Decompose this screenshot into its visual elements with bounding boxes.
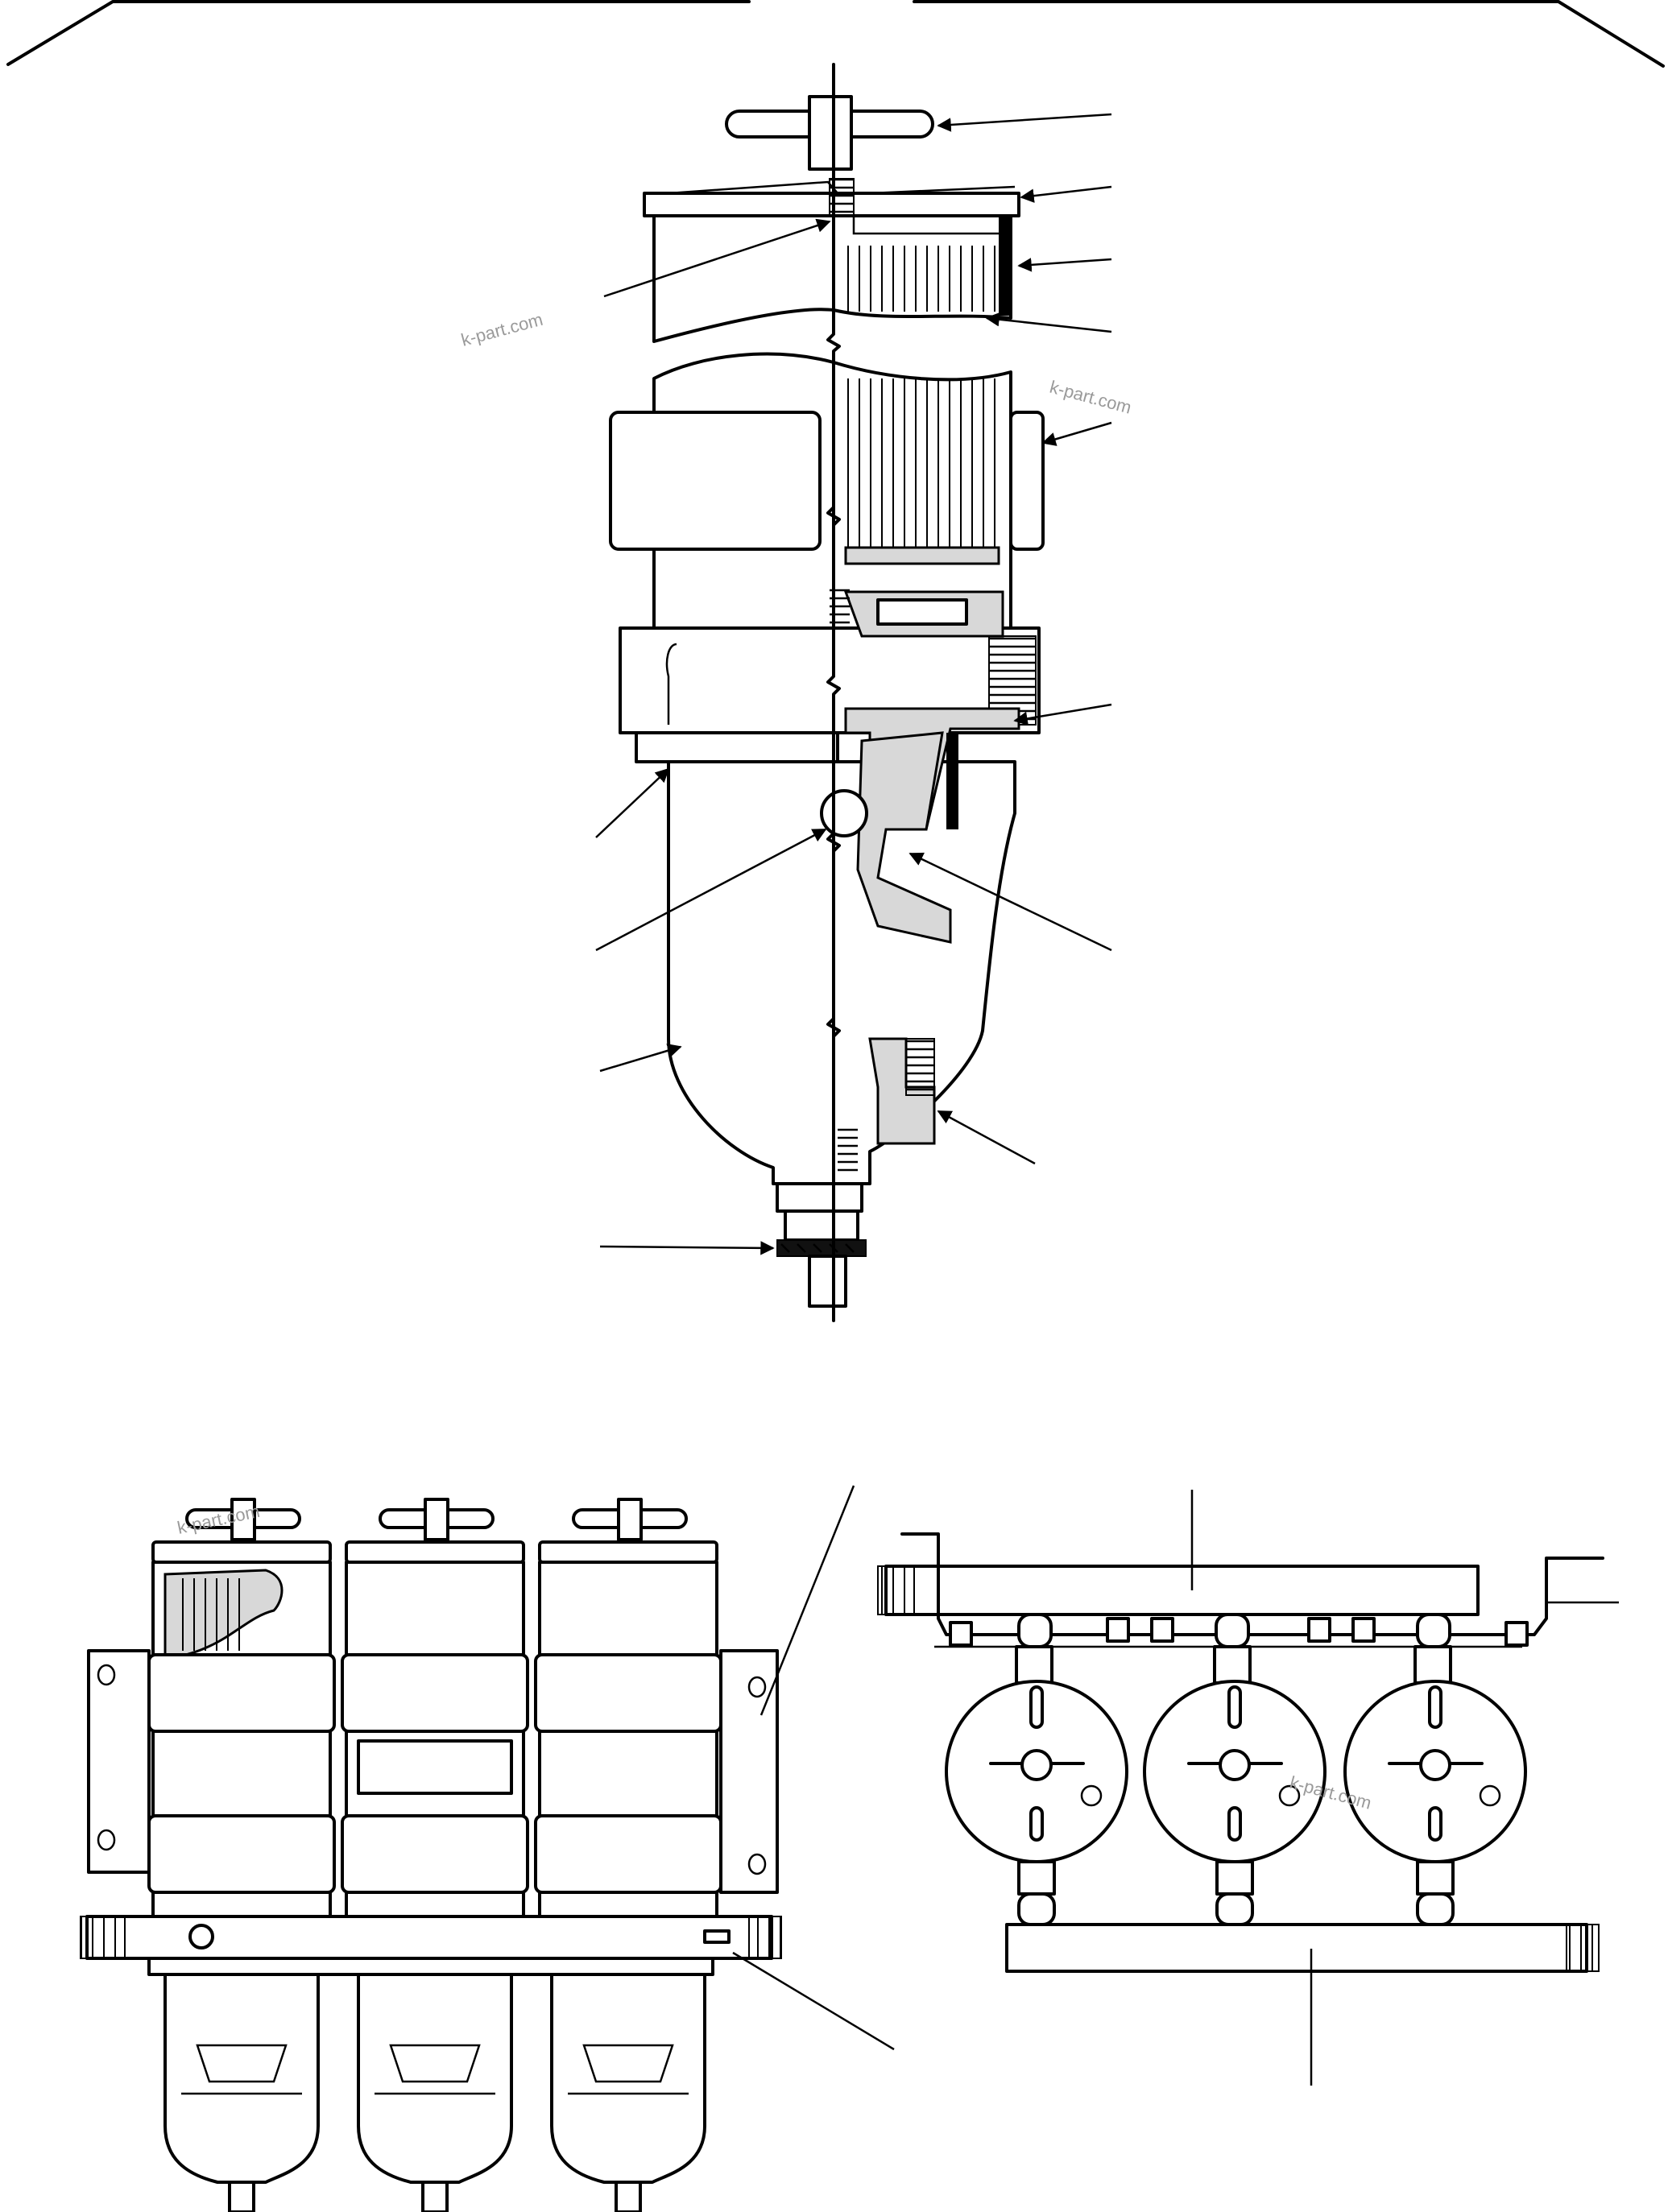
manifold-bar xyxy=(80,1915,782,1976)
t-handle xyxy=(725,95,934,171)
canister-2 xyxy=(341,1498,529,1918)
watermark-text: k-part.com xyxy=(1048,377,1134,418)
bowl-1 xyxy=(163,1973,320,2212)
inlet-pipe xyxy=(884,1565,1480,1616)
filter-element-lower xyxy=(609,352,1045,630)
callout-leaders xyxy=(595,113,1112,1255)
filter-sectional-view xyxy=(595,63,1112,1322)
drain-valve xyxy=(776,1182,867,1308)
canister-3 xyxy=(534,1498,722,1918)
disc-head-2 xyxy=(1143,1645,1327,1926)
filter-element-upper xyxy=(652,214,1012,343)
bowl-3 xyxy=(550,1973,706,2212)
lid xyxy=(643,178,1020,228)
manifold-bolts xyxy=(949,1613,1529,1648)
canister-1 xyxy=(147,1498,336,1918)
leader-bracket xyxy=(759,1485,855,1716)
bowl xyxy=(667,707,1020,1185)
centre-line xyxy=(826,63,841,1322)
disc-head-1 xyxy=(945,1645,1128,1926)
bowl-2 xyxy=(357,1973,513,2212)
page-frame xyxy=(6,0,1665,68)
triple-filter-front-view xyxy=(80,1485,895,2212)
watermark-text: k-part.com xyxy=(459,309,545,350)
disc-head-3 xyxy=(1343,1645,1527,1926)
triple-filter-top-view xyxy=(877,1490,1619,2086)
outlet-pipe xyxy=(1005,1923,1588,1973)
leader-plate xyxy=(732,1951,895,2051)
